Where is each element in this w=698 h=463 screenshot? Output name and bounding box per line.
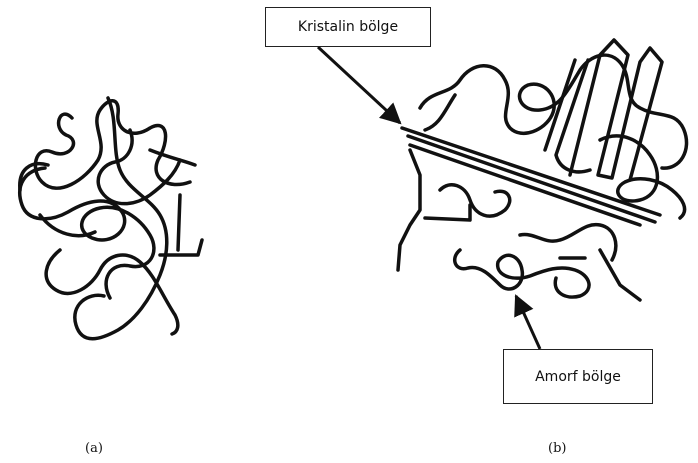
lower-chain	[520, 225, 640, 300]
crystalline-region-label: Kristalin bölge	[265, 7, 431, 47]
arrow-to-amorphous	[516, 296, 540, 349]
crystalline-region-text: Kristalin bölge	[298, 19, 398, 35]
coil-strand-3	[75, 98, 167, 339]
random-coil-a	[20, 98, 202, 339]
caption-b: (b)	[548, 441, 566, 456]
amorphous-region-text: Amorf bölge	[535, 369, 621, 385]
semicrystalline-b	[398, 40, 687, 300]
left-chain	[398, 95, 470, 270]
caption-a: (a)	[85, 441, 103, 456]
amorphous-coil	[440, 185, 589, 297]
folded-lamella-1	[570, 40, 662, 180]
amorphous-region-label: Amorf bölge	[503, 349, 653, 404]
coil-strand-4	[46, 250, 178, 334]
arrow-to-crystalline	[318, 47, 400, 123]
